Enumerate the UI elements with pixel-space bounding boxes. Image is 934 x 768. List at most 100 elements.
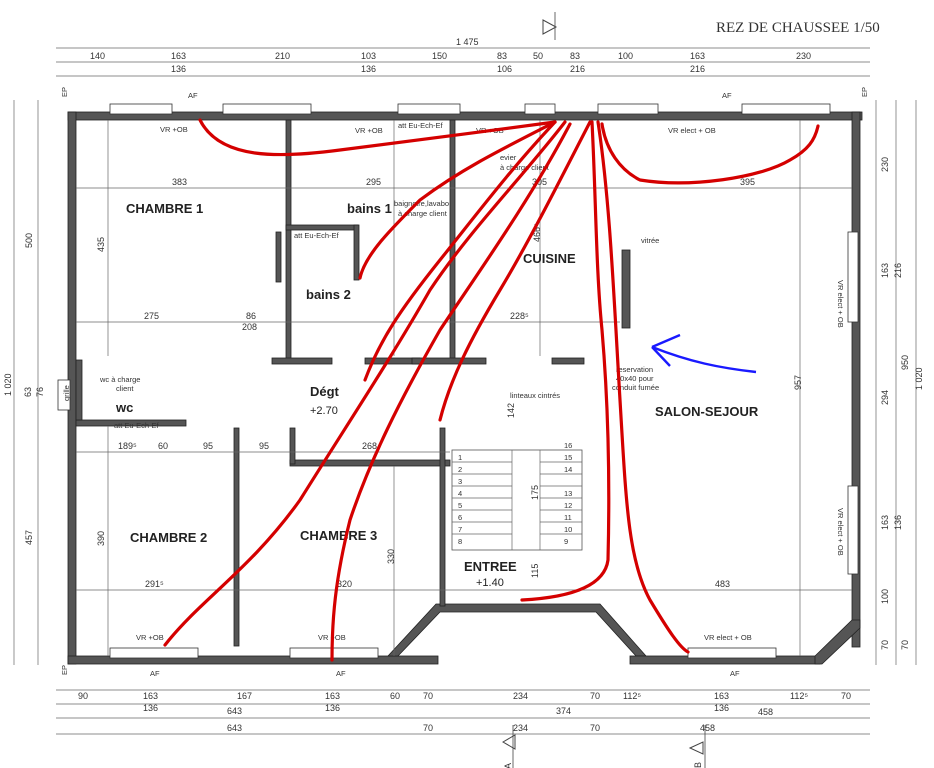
dim-label: 112⁵ [790,691,808,701]
top-total-dim: 1 475 [456,37,479,47]
grille-label: grille [62,385,71,401]
dim-label: 106 [497,64,512,74]
note-client: client [116,384,134,393]
note-charge-client: à charge client [398,209,448,218]
note-af: AF [188,91,198,100]
room-degt: Dégt [310,384,340,399]
dim-label: 163 [714,691,729,701]
dim-label: 163 [880,515,890,530]
dim-label: 136 [893,515,903,530]
entree-level: +1.40 [476,577,504,589]
stair-step-number: 10 [564,525,572,534]
stair-step-number: 2 [458,465,462,474]
stair-step-number: 15 [564,453,572,462]
dim-label: 163 [325,691,340,701]
note-vr-elec-ob: VR elect + OB [836,508,845,556]
interior-dimension-lines [76,120,852,656]
dim-label: 100 [880,589,890,604]
room-wc: wc [115,400,133,415]
dim-label: 76 [35,387,45,397]
dim-label: 70 [423,691,433,701]
wiring-paths [163,118,820,662]
dim-label: 500 [24,233,34,248]
stair-step-number: 4 [458,489,462,498]
dim-label: 374 [556,706,571,716]
stair-step-number: 5 [458,501,462,510]
dim-label: 95 [203,441,213,451]
dim-label: 320 [337,579,352,589]
note-vr-ob: VR +OB [160,125,188,134]
room-chambre-2: CHAMBRE 2 [130,530,207,545]
note-vr-ob: VR +OB [136,633,164,642]
note-att: att Eu-Ech-Ef [398,121,444,130]
note-evier: evier [500,153,517,162]
dim-label: 483 [715,579,730,589]
room-salon-sejour: SALON-SEJOUR [655,404,759,419]
stair-step-number: 1 [458,453,462,462]
dim-label: 175 [530,485,540,500]
dim-label: 70 [590,691,600,701]
dim-label: 70 [423,723,433,733]
dim-label: 136 [361,64,376,74]
dim-label: 163 [143,691,158,701]
degt-level: +2.70 [310,405,338,417]
stair-step-number: 9 [564,537,568,546]
dim-label: 63 [23,387,33,397]
dim-label: 643 [227,723,242,733]
dim-label: 70 [590,723,600,733]
dim-label: 395 [740,177,755,187]
note-linteaux: linteaux cintrés [510,391,560,400]
dim-label: 100 [618,51,633,61]
dim-label: 83 [497,51,507,61]
dim-label: 957 [793,375,803,390]
annotations: VR +OB AF VR +OB att Eu-Ech-Ef VR +OB VR… [60,87,869,678]
dim-label: 216 [893,263,903,278]
dim-label: 234 [513,723,528,733]
dim-label: 90 [78,691,88,701]
dim-label: 643 [227,706,242,716]
section-marker-a: A [502,725,516,768]
dim-label: 70 [900,640,910,650]
note-conduit: conduit fumée [612,383,659,392]
note-ep: EP [860,87,869,97]
dim-label: 103 [361,51,376,61]
room-labels: CHAMBRE 1 bains 1 bains 2 CUISINE Dégt +… [115,201,759,589]
grille: grille [57,379,71,411]
note-af: AF [730,669,740,678]
stair-step-number: 8 [458,537,462,546]
dim-label: 70 [880,640,890,650]
dim-label: 163 [880,263,890,278]
interior-walls [75,119,631,647]
dim-label: 458 [758,707,773,717]
dim-label: 230 [796,51,811,61]
dim-label: 291⁵ [145,579,164,589]
dim-label: 228⁵ [510,311,529,321]
dim-label: 210 [275,51,290,61]
dim-label: 305 [532,177,547,187]
note-ep: EP [60,87,69,97]
note-vitree: vitrée [641,236,659,245]
dim-label: 275 [144,311,159,321]
dim-label: 50 [533,51,543,61]
room-chambre-3: CHAMBRE 3 [300,528,377,543]
dim-label: 216 [690,64,705,74]
dim-label: 234 [513,691,528,701]
stair-step-number: 16 [564,441,572,450]
note-af: AF [150,669,160,678]
dim-label: 457 [24,530,34,545]
stair-step-number: 13 [564,489,572,498]
dim-label: 167 [237,691,252,701]
dim-label: 136 [143,703,158,713]
note-vr-ob: VR +OB [355,126,383,135]
dim-label: 140 [90,51,105,61]
dim-label: 189⁵ [118,441,137,451]
room-entree: ENTREE [464,559,517,574]
dim-label: 230 [880,157,890,172]
note-baignoire: baignoire,lavabo [394,199,449,208]
section-b-label: B [693,762,703,768]
note-vr-elec-ob: VR elect + OB [836,280,845,328]
dim-label: 216 [570,64,585,74]
left-dimensions: 500 1 020 63 76 457 [3,100,45,665]
stair-step-number: 6 [458,513,462,522]
note-reservation: reservation [616,365,653,374]
